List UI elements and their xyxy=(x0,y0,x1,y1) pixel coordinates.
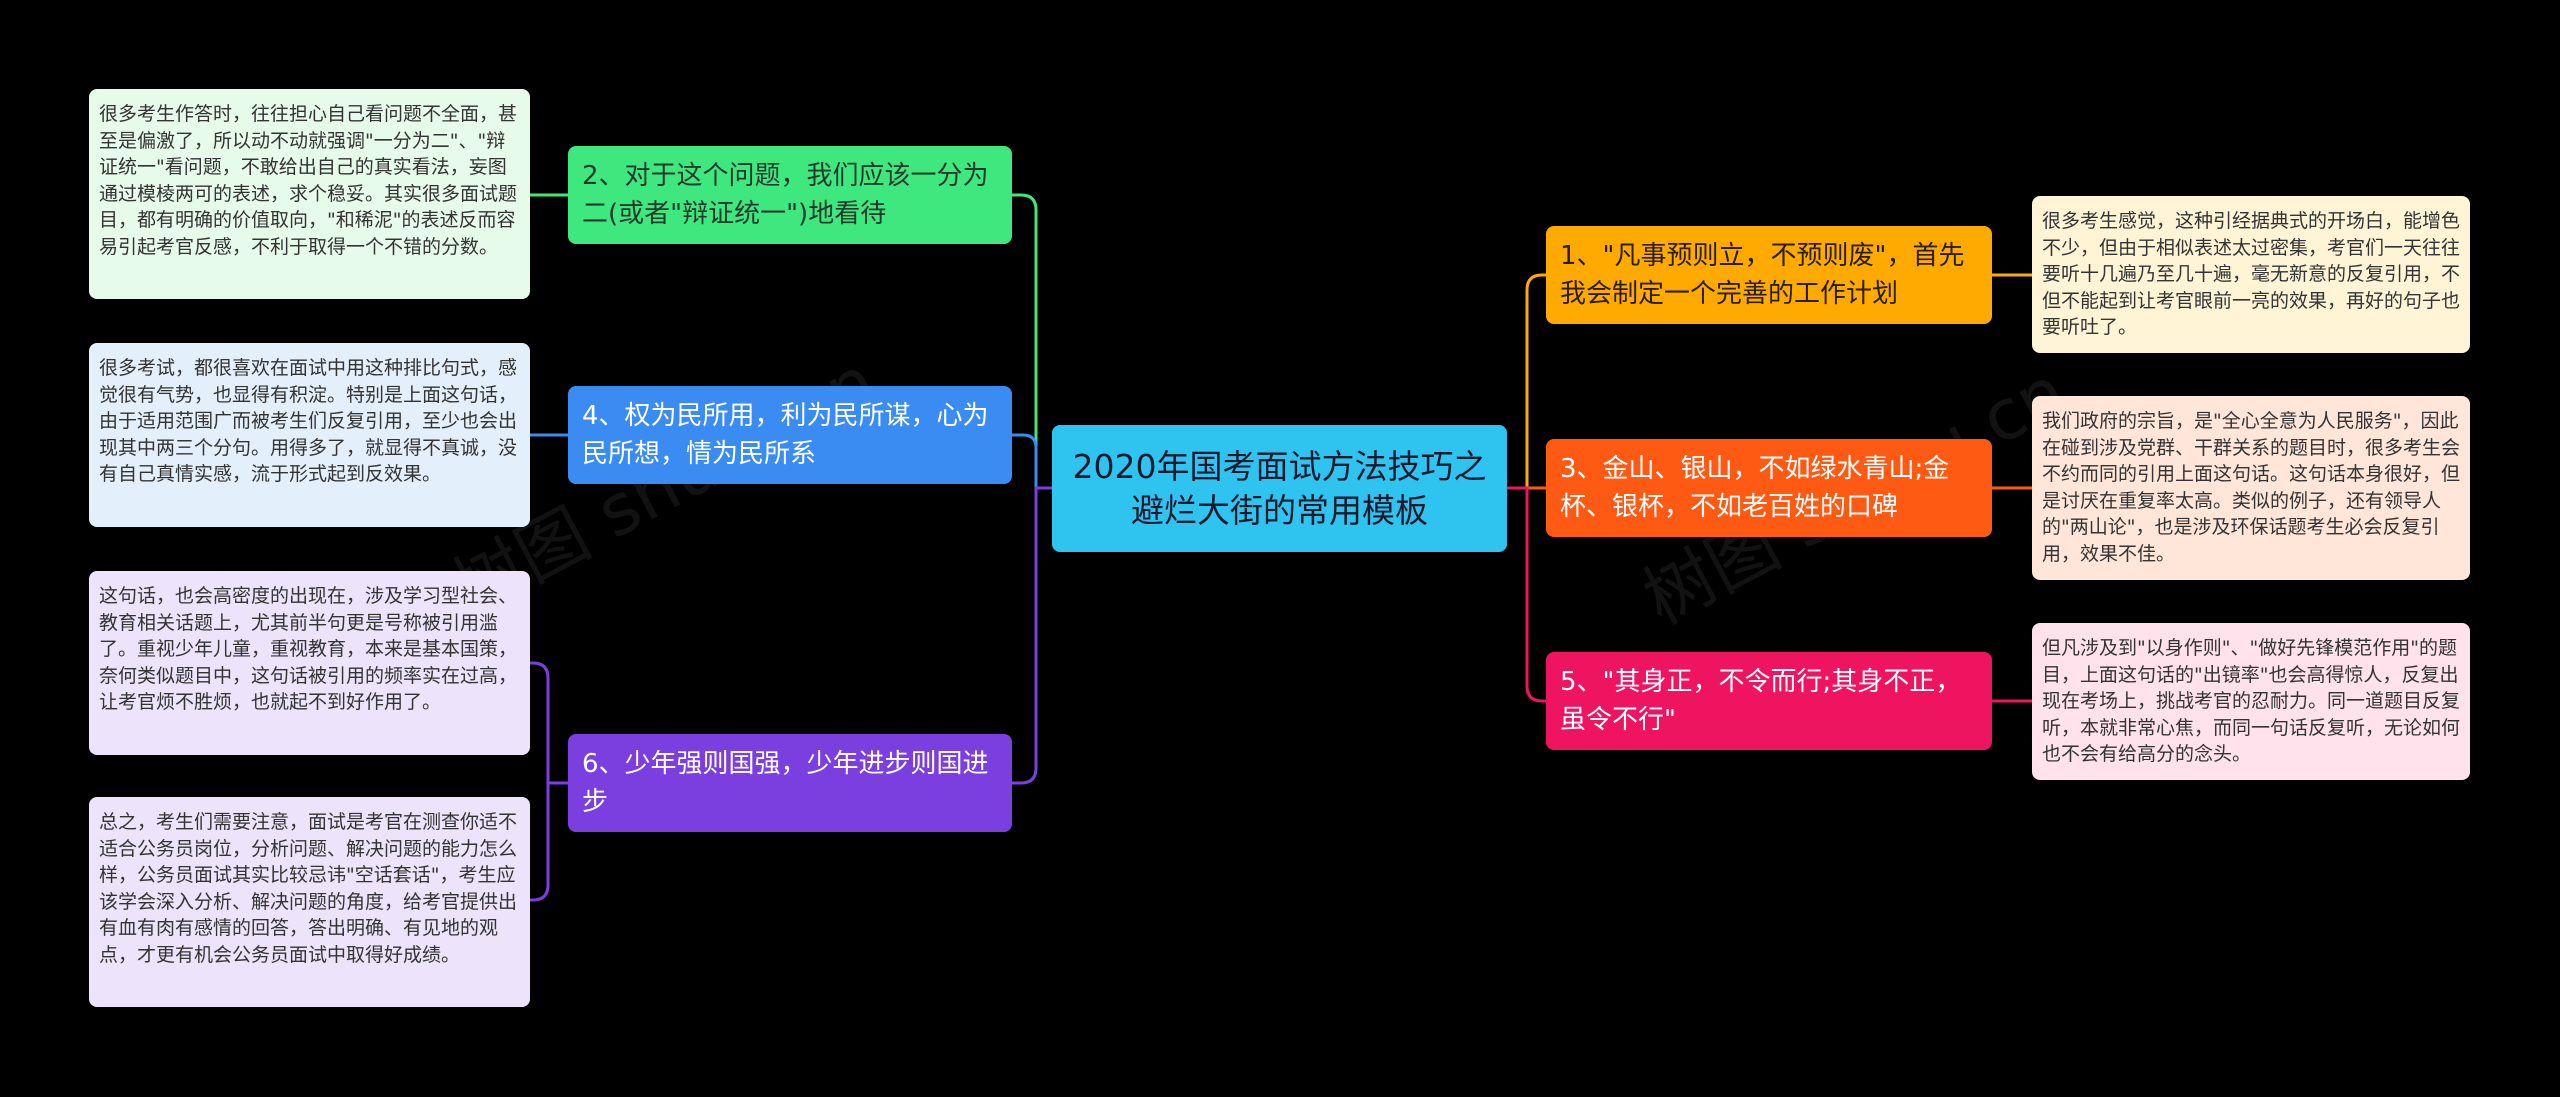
branch-6-label: 6、少年强则国强，少年进步则国进步 xyxy=(582,749,989,817)
branch-2-label: 2、对于这个问题，我们应该一分为二(或者"辩证统一")地看待 xyxy=(582,161,989,229)
link-b6-l6a xyxy=(530,661,568,785)
branch-3-label: 3、金山、银山，不如绿水青山;金杯、银杯，不如老百姓的口碑 xyxy=(1560,454,1950,522)
note-branch-5-text: 但凡涉及到"以身作则"、"做好先锋模范作用"的题目，上面这句话的"出镜率"也会高… xyxy=(2042,637,2461,765)
note-branch-4[interactable]: 很多考试，都很喜欢在面试中用这种排比句式，感觉很有气势，也显得有积淀。特别是上面… xyxy=(89,343,530,527)
note-branch-2[interactable]: 很多考生作答时，往往担心自己看问题不全面，甚至是偏激了，所以动不动就强调"一分为… xyxy=(89,89,530,299)
link-center-b6 xyxy=(1012,486,1052,785)
note-branch-1[interactable]: 很多考生感觉，这种引经据典式的开场白，能增色不少，但由于相似表述太过密集，考官们… xyxy=(2032,196,2470,353)
branch-4-label: 4、权为民所用，利为民所谋，心为民所想，情为民所系 xyxy=(582,401,989,469)
note-branch-6-a-text: 这句话，也会高密度的出现在，涉及学习型社会、教育相关话题上，尤其前半句更是号称被… xyxy=(99,585,518,713)
branch-4[interactable]: 4、权为民所用，利为民所谋，心为民所想，情为民所系 xyxy=(568,386,1012,484)
branch-1-label: 1、"凡事预则立，不预则废"，首先我会制定一个完善的工作计划 xyxy=(1560,241,1965,309)
link-center-b1 xyxy=(1507,273,1546,490)
link-center-b2 xyxy=(1012,193,1052,490)
branch-5[interactable]: 5、"其身正，不令而行;其身不正，虽令不行" xyxy=(1546,652,1992,750)
note-branch-5[interactable]: 但凡涉及到"以身作则"、"做好先锋模范作用"的题目，上面这句话的"出镜率"也会高… xyxy=(2032,623,2470,780)
branch-1[interactable]: 1、"凡事预则立，不预则废"，首先我会制定一个完善的工作计划 xyxy=(1546,226,1992,324)
note-branch-6-a[interactable]: 这句话，也会高密度的出现在，涉及学习型社会、教育相关话题上，尤其前半句更是号称被… xyxy=(89,571,530,755)
link-center-b4 xyxy=(1012,433,1052,490)
central-topic-label: 2020年国考面试方法技巧之避烂大街的常用模板 xyxy=(1072,446,1487,530)
link-b6-l6b xyxy=(530,781,568,902)
note-branch-6-b[interactable]: 总之，考生们需要注意，面试是考官在测查你适不适合公务员岗位，分析问题、解决问题的… xyxy=(89,797,530,1007)
note-branch-6-b-text: 总之，考生们需要注意，面试是考官在测查你适不适合公务员岗位，分析问题、解决问题的… xyxy=(99,811,518,966)
branch-5-label: 5、"其身正，不令而行;其身不正，虽令不行" xyxy=(1560,667,1962,735)
link-center-b5 xyxy=(1507,486,1546,703)
branch-3[interactable]: 3、金山、银山，不如绿水青山;金杯、银杯，不如老百姓的口碑 xyxy=(1546,439,1992,537)
note-branch-3-text: 我们政府的宗旨，是"全心全意为人民服务"，因此在碰到涉及党群、干群关系的题目时，… xyxy=(2042,410,2461,565)
branch-2[interactable]: 2、对于这个问题，我们应该一分为二(或者"辩证统一")地看待 xyxy=(568,146,1012,244)
branch-6[interactable]: 6、少年强则国强，少年进步则国进步 xyxy=(568,734,1012,832)
note-branch-4-text: 很多考试，都很喜欢在面试中用这种排比句式，感觉很有气势，也显得有积淀。特别是上面… xyxy=(99,357,518,485)
note-branch-2-text: 很多考生作答时，往往担心自己看问题不全面，甚至是偏激了，所以动不动就强调"一分为… xyxy=(99,103,518,258)
note-branch-1-text: 很多考生感觉，这种引经据典式的开场白，能增色不少，但由于相似表述太过密集，考官们… xyxy=(2042,210,2461,338)
central-topic[interactable]: 2020年国考面试方法技巧之避烂大街的常用模板 xyxy=(1052,425,1507,552)
note-branch-3[interactable]: 我们政府的宗旨，是"全心全意为人民服务"，因此在碰到涉及党群、干群关系的题目时，… xyxy=(2032,396,2470,580)
